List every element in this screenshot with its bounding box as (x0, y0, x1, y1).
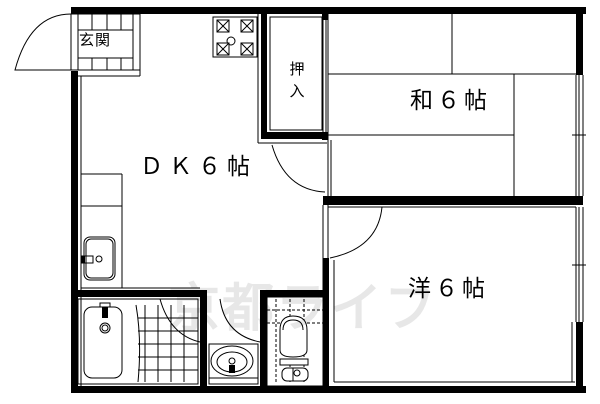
washroom-door-swing (219, 298, 261, 343)
room-label-closet: 押入 (289, 60, 305, 100)
window-right (572, 75, 586, 322)
kitchen-counter (81, 173, 200, 289)
watermark-text: 京都ライフ (168, 279, 439, 339)
wet-area-walls (71, 290, 327, 393)
room-label-entrance: 玄関 (79, 31, 112, 49)
room-label-western-room: 洋６帖 (408, 276, 489, 302)
outer-walls (71, 7, 586, 393)
washbasin (208, 343, 259, 385)
closet (257, 14, 328, 144)
western-room-door-swing (329, 206, 383, 259)
tatami-room (327, 14, 576, 196)
toilet-room (266, 296, 324, 387)
entrance-door-swing (14, 13, 72, 71)
tatami-door-swing (271, 144, 326, 193)
bathroom-door-swing (159, 298, 201, 343)
entrance-area (70, 13, 141, 386)
room-label-dining-kitchen: ＤＫ６帖 (140, 154, 256, 180)
kitchen-sink (80, 236, 116, 281)
room-label-tatami-room: 和６帖 (410, 88, 491, 114)
gas-stove (212, 16, 258, 58)
